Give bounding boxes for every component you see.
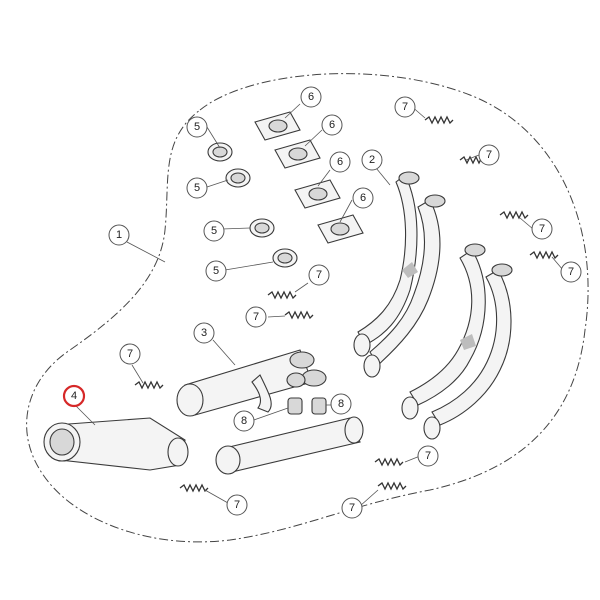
svg-text:7: 7 [316,269,322,281]
callout-3: 3 [193,322,215,344]
callout-7: 7 [226,494,248,516]
svg-text:7: 7 [539,223,545,235]
svg-text:7: 7 [486,149,492,161]
svg-text:6: 6 [308,91,314,103]
callout-8: 8 [233,410,255,432]
callout-5: 5 [205,260,227,282]
callout-7: 7 [560,261,582,283]
svg-text:2: 2 [369,154,375,166]
svg-text:7: 7 [425,450,431,462]
callout-7: 7 [308,264,330,286]
svg-text:8: 8 [241,415,247,427]
svg-text:7: 7 [568,266,574,278]
callout-8: 8 [330,393,352,415]
kit-outline [26,73,589,543]
callout-7: 7 [119,343,141,365]
svg-text:5: 5 [194,121,200,133]
callout-7: 7 [394,96,416,118]
mid-pipe [43,417,189,471]
callout-7: 7 [341,497,363,519]
collector-pipe [176,349,327,417]
svg-text:6: 6 [337,156,343,168]
link-pipe [215,416,364,475]
svg-text:6: 6 [360,192,366,204]
callout-7: 7 [417,445,439,467]
callout-6: 6 [300,86,322,108]
svg-text:7: 7 [127,348,133,360]
svg-text:1: 1 [116,229,122,241]
callout-5: 5 [203,220,225,242]
callout-4-highlighted: 4 [62,384,86,408]
svg-text:6: 6 [329,119,335,131]
callout-2: 2 [361,149,383,171]
callout-1: 1 [108,224,130,246]
callout-6: 6 [321,114,343,136]
svg-text:4: 4 [71,390,77,402]
svg-text:5: 5 [194,182,200,194]
callout-7: 7 [245,306,267,328]
svg-text:7: 7 [234,499,240,511]
gaskets [207,142,298,268]
svg-text:7: 7 [402,101,408,113]
callout-7: 7 [531,218,553,240]
flanges [254,111,364,244]
svg-text:8: 8 [338,398,344,410]
svg-text:5: 5 [211,225,217,237]
svg-text:7: 7 [253,311,259,323]
callout-7: 7 [0,0,3,6]
callouts: 1 2 3 4 5 5 5 5 6 6 6 6 7 7 7 7 7 7 7 7 … [0,0,582,519]
callout-6: 6 [352,187,374,209]
callout-5: 5 [186,177,208,199]
svg-text:5: 5 [213,265,219,277]
callout-5: 5 [186,116,208,138]
header-pipes [353,171,513,440]
leader-lines [74,103,564,507]
callout-7: 7 [478,144,500,166]
callout-6: 6 [329,151,351,173]
svg-text:7: 7 [349,502,355,514]
svg-text:3: 3 [201,327,207,339]
clamps [287,397,327,415]
